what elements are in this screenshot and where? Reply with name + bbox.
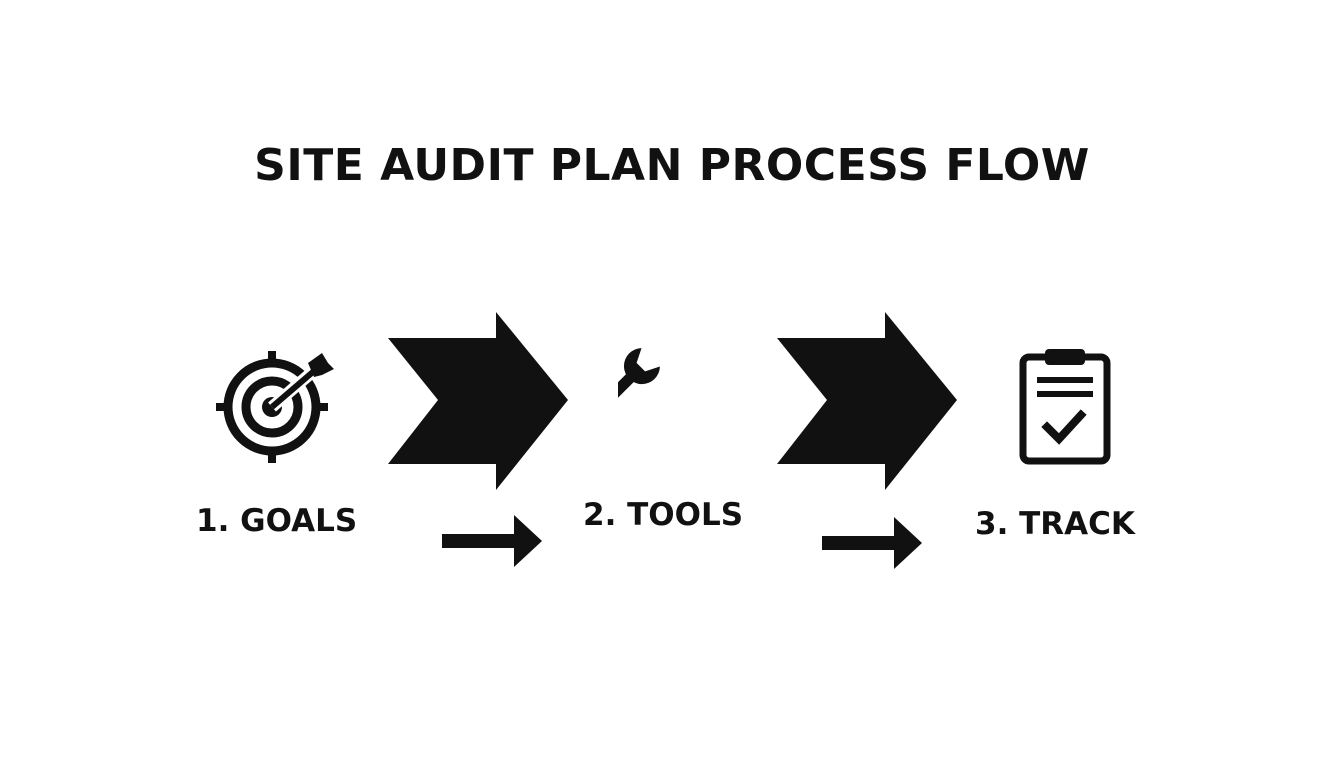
flow-chevron-arrow: [388, 312, 568, 490]
diagram-title: SITE AUDIT PLAN PROCESS FLOW: [254, 140, 1090, 191]
small-right-arrow: [822, 517, 922, 569]
step-label-goals: 1. GOALS: [196, 503, 358, 539]
target-arrow-icon: [216, 351, 334, 463]
step-label-track: 3. TRACK: [975, 506, 1135, 542]
wrench-icon: [618, 348, 660, 438]
flow-chevron-arrow: [777, 312, 957, 490]
clipboard-check-icon: [1019, 349, 1111, 465]
step-label-tools: 2. TOOLS: [583, 497, 744, 533]
small-right-arrow: [442, 515, 542, 567]
